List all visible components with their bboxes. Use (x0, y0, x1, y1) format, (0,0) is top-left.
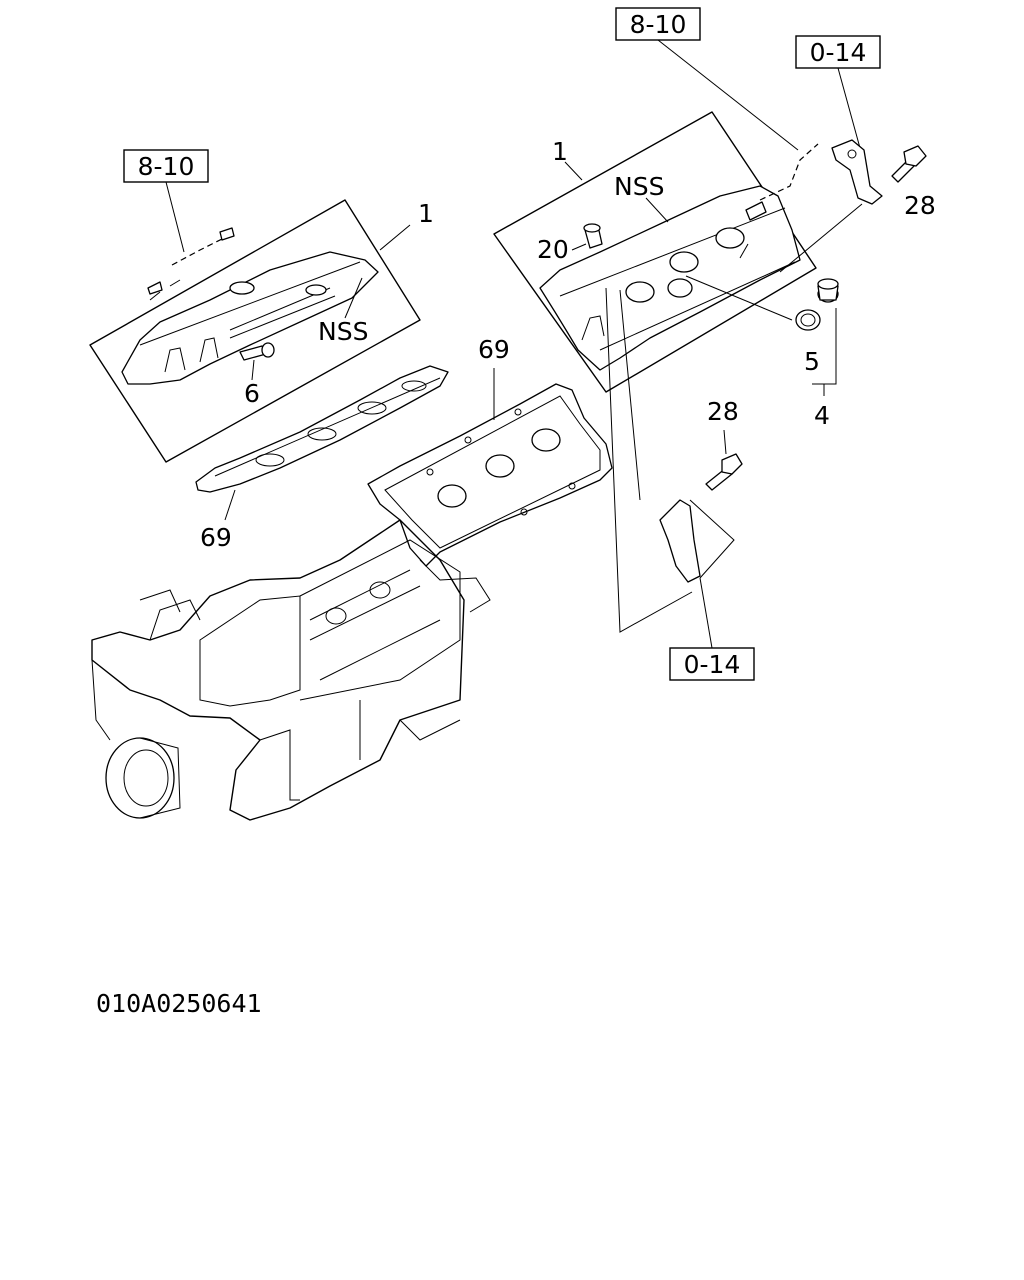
callout-right-4: 4 (812, 308, 837, 430)
callout-label: 28 (707, 397, 739, 426)
left-valve-cover[interactable] (121, 251, 379, 385)
left-dashed-hose (147, 227, 235, 295)
drawing-number: 010A0250641 (96, 989, 262, 1018)
left-cover-frame (89, 199, 421, 463)
right-dashed-hose (745, 143, 819, 221)
callout-label: 69 (200, 523, 232, 552)
callout-left-1: 1 (379, 199, 434, 251)
bolt-28-top[interactable] (891, 145, 927, 183)
reference-box-0-14-bottom[interactable]: 0-14 (669, 647, 755, 681)
callout-label: NSS (318, 317, 368, 346)
center-gasket-69[interactable] (367, 383, 613, 567)
callout-label: 1 (552, 137, 568, 166)
callout-label: 28 (904, 191, 936, 220)
right-valve-cover[interactable] (539, 185, 801, 371)
reference-leaders (165, 39, 861, 649)
callout-label: 6 (244, 379, 260, 408)
callout-label: 69 (478, 335, 510, 364)
bracket-leader (779, 203, 863, 273)
crankshaft-seal (105, 737, 181, 819)
callout-right-1: 1 (552, 137, 583, 181)
callout-left-69: 69 (200, 489, 236, 552)
callout-label: 1 (418, 199, 434, 228)
callout-label: NSS (614, 172, 664, 201)
reference-label: 8-10 (138, 152, 195, 181)
callout-right-28-mid: 28 (707, 397, 739, 455)
reference-box-8-10-left[interactable]: 8-10 (123, 149, 209, 183)
left-gasket-69[interactable] (195, 365, 449, 493)
callout-right-nss: NSS (614, 172, 669, 223)
grommet[interactable] (795, 309, 821, 331)
bolt-28-mid[interactable] (705, 453, 743, 491)
right-cover-frame (493, 111, 817, 393)
bracket-mid[interactable] (659, 499, 735, 583)
callout-right-5: 5 (685, 275, 820, 376)
callout-right-20: 20 (537, 235, 587, 264)
reference-label: 8-10 (630, 10, 687, 39)
callout-label: 5 (804, 347, 820, 376)
engine-block (91, 519, 491, 821)
callout-label: 20 (537, 235, 569, 264)
reference-box-0-14-top[interactable]: 0-14 (795, 35, 881, 69)
callout-right-28-top: 28 (904, 191, 936, 220)
left-bolt-6[interactable] (239, 342, 275, 361)
callout-center-69: 69 (478, 335, 510, 420)
reference-label: 0-14 (684, 650, 741, 679)
lower-bracket-frame (605, 287, 693, 633)
callout-left-6: 6 (244, 359, 260, 408)
reference-box-8-10-right[interactable]: 8-10 (615, 7, 701, 41)
callout-left-nss: NSS (318, 277, 368, 346)
pcv-valve[interactable] (817, 278, 839, 303)
oil-filler-cap-20[interactable] (583, 223, 603, 249)
callout-label: 4 (814, 401, 830, 430)
bracket-top-right[interactable] (831, 139, 883, 205)
reference-label: 0-14 (810, 38, 867, 67)
